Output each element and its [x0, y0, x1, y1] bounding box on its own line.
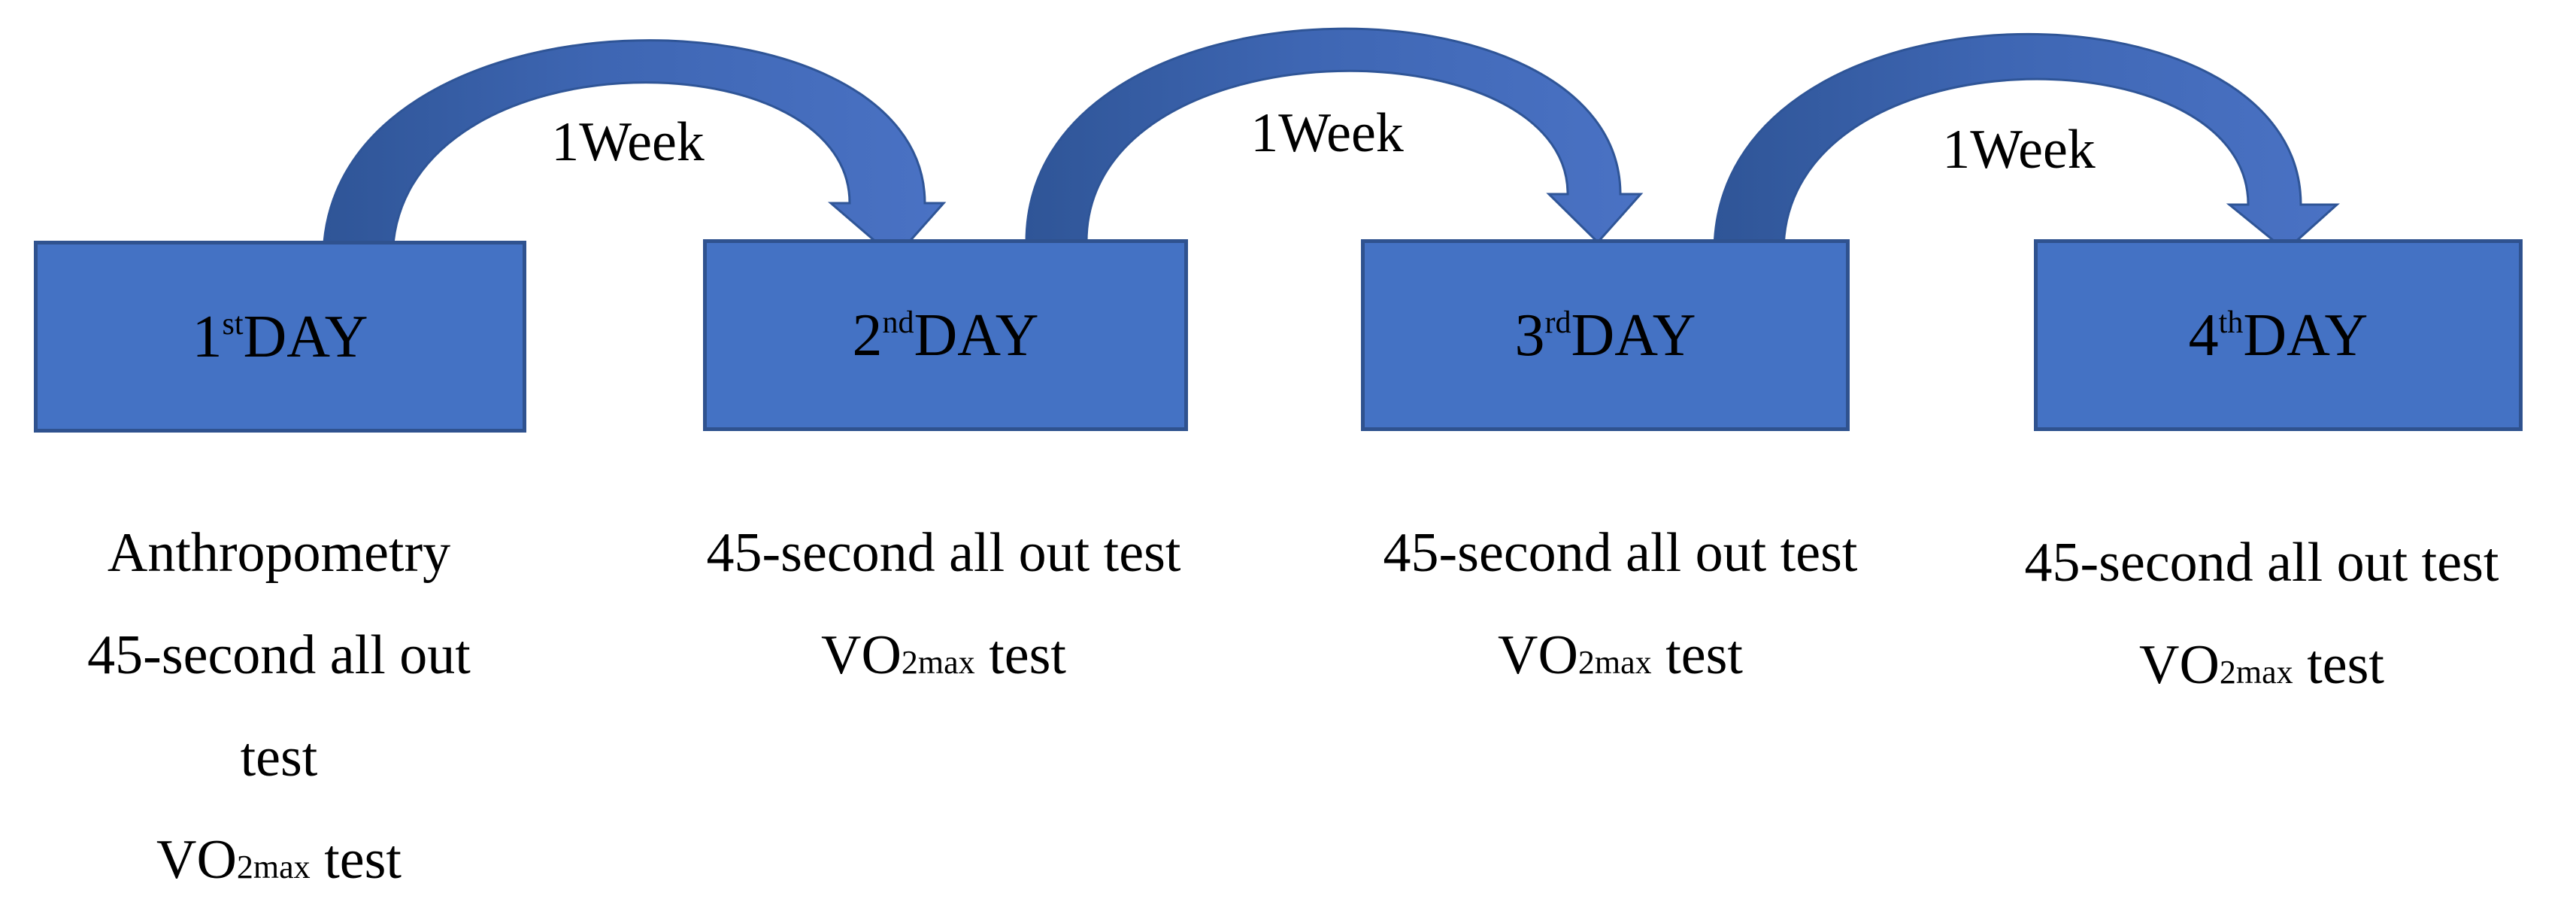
day-1-tests: Anthropometry 45-second all out test VO2…: [0, 502, 565, 911]
test-item: 45-second all out test: [706, 522, 1181, 584]
day-ordinal-suffix: th: [2218, 305, 2244, 340]
week-arrow-3-to-4: [1713, 32, 2340, 254]
day-box-4: 4thDAY: [2034, 239, 2523, 431]
day-ordinal-suffix: st: [222, 306, 244, 342]
interval-label-2: 1Week: [1250, 102, 1404, 164]
test-item: 45-second all out: [87, 624, 471, 686]
day-label-2: 2ndDAY: [853, 305, 1039, 366]
day-word: DAY: [914, 302, 1039, 369]
day-3-tests: 45-second all out test VO2max test: [1335, 502, 1906, 714]
day-box-2: 2ndDAY: [703, 239, 1188, 431]
day-ordinal-suffix: nd: [882, 305, 914, 340]
test-item: VO2max test: [1498, 624, 1743, 686]
test-item: Anthropometry: [107, 522, 451, 584]
day-ordinal-suffix: rd: [1544, 305, 1571, 340]
test-item: VO2max test: [821, 624, 1066, 686]
test-item: test: [240, 727, 318, 788]
day-2-tests: 45-second all out test VO2max test: [658, 502, 1229, 714]
day-label-4: 4thDAY: [2189, 305, 2368, 366]
test-item: VO2max test: [2139, 634, 2384, 696]
week-arrow-2-to-3: [1025, 27, 1644, 244]
day-word: DAY: [243, 303, 368, 370]
week-arrow-1-to-2: [322, 39, 947, 261]
interval-label-3: 1Week: [1942, 119, 2096, 181]
interval-label-1: 1Week: [551, 111, 705, 173]
day-number: 1: [192, 303, 223, 370]
day-number: 2: [852, 302, 883, 369]
day-box-1: 1stDAY: [34, 241, 526, 433]
day-label-1: 1stDAY: [192, 307, 368, 367]
day-word: DAY: [2243, 302, 2368, 369]
test-item: 45-second all out test: [1383, 522, 1858, 584]
day-4-tests: 45-second all out test VO2max test: [1976, 512, 2547, 724]
day-number: 3: [1514, 302, 1545, 369]
test-item: VO2max test: [156, 829, 402, 891]
day-word: DAY: [1571, 302, 1696, 369]
day-box-3: 3rdDAY: [1361, 239, 1850, 431]
test-item: 45-second all out test: [2024, 532, 2499, 594]
day-number: 4: [2188, 302, 2219, 369]
day-label-3: 3rdDAY: [1515, 305, 1696, 366]
